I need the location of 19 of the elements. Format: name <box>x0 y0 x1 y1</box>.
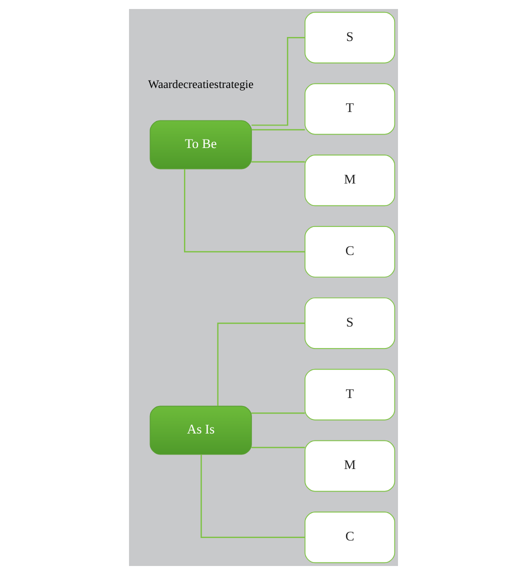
label: Waardecreatiestrategie <box>148 78 254 91</box>
node-box: M <box>304 440 396 492</box>
connector <box>251 129 305 130</box>
node-box: To Be <box>150 120 252 170</box>
connector <box>252 36 305 126</box>
connector <box>217 322 305 406</box>
connector <box>251 161 305 163</box>
node-box: M <box>304 154 396 206</box>
node-box: C <box>304 226 396 278</box>
node-box: As Is <box>150 406 252 455</box>
connector <box>251 412 305 414</box>
connector <box>251 446 305 448</box>
node-box: C <box>304 512 396 564</box>
node-box: T <box>304 83 396 135</box>
connector <box>184 169 305 252</box>
node-box: T <box>304 368 396 420</box>
node-box: S <box>304 297 396 349</box>
connector <box>200 454 305 538</box>
node-box: S <box>304 12 396 64</box>
